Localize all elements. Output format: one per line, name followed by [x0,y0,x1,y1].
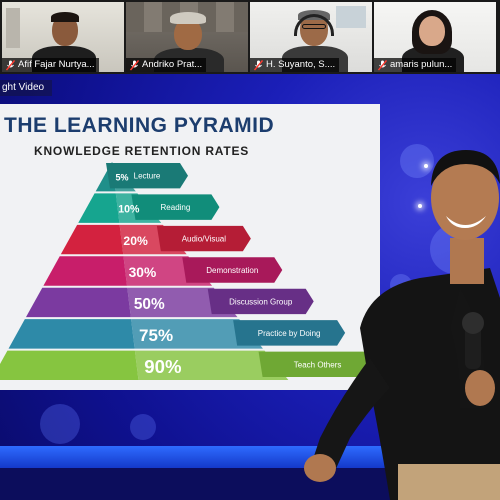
pyramid-face-left [8,319,135,349]
participant-strip: Afif Fajar Nurtya... Andriko Prat... [0,0,500,74]
pyramid-level-label: Teach Others [294,360,342,369]
pyramid-level-label: Discussion Group [229,297,293,306]
presenter-neck [450,238,484,284]
presenter-trousers [398,464,500,500]
pyramid-label-tag [258,351,377,377]
pyramid-level: Teach Others 90% [0,350,377,380]
pyramid-label-tag [233,320,346,346]
presentation-slide: THE LEARNING PYRAMID KNOWLEDGE RETENTION… [0,104,380,390]
pyramid-level: Audio/Visual 20% [60,224,251,255]
pyramid-label-tag [106,163,188,189]
participant-name: Afif Fajar Nurtya... [18,59,95,70]
pyramid-face-left [43,256,128,286]
pyramid-level: Demonstration 30% [43,256,283,286]
pyramid-level-label: Audio/Visual [182,235,227,244]
pyramid-percent: 75% [139,326,173,345]
presenter-right-hand [465,370,495,406]
mic-muted-icon [5,59,16,71]
pyramid-percent: 50% [134,296,165,313]
participant-head [419,16,445,46]
pyramid-face-left [60,224,124,255]
presenter-left-hand [304,454,336,482]
pyramid-level: Practice by Doing 75% [8,319,346,349]
participant-hair [51,12,79,22]
pyramid-face-left [25,287,131,318]
pyramid-face-right [131,319,263,349]
pyramid-percent: 30% [129,265,157,280]
bokeh-light [130,414,156,440]
microphone-head [462,312,484,334]
pyramid-level-label: Reading [161,203,191,212]
mic-muted-icon [253,59,264,71]
pyramid-label-tag [156,225,251,252]
presenter-smile [446,216,486,228]
slide-title: THE LEARNING PYRAMID [4,114,275,137]
pyramid-label-tag [182,257,283,283]
participant-nameplate: Andriko Prat... [126,58,207,72]
participant-nameplate: H. Suyanto, S.... [250,58,340,72]
pyramid-percent: 90% [144,356,182,377]
spark-light [418,204,422,208]
pyramid-face-left [78,193,120,223]
participant-name: Andriko Prat... [142,59,203,70]
participant-cap [170,12,206,24]
spotlight-video-label: ght Video [0,80,53,96]
pyramid-percent: 20% [123,234,148,248]
participant-name: H. Suyanto, S.... [266,59,336,70]
participant-tile[interactable]: amaris pulun... [374,2,496,72]
mic-muted-icon [377,59,388,71]
bokeh-light [400,144,434,178]
pyramid-level-label: Practice by Doing [258,329,321,338]
pyramid-label-tag [207,288,314,315]
participant-tile[interactable]: H. Suyanto, S.... [250,2,372,72]
slide-subtitle: KNOWLEDGE RETENTION RATES [34,144,250,158]
studio-light-band [0,446,500,468]
pyramid-label-tag [131,194,220,220]
pyramid-percent: 5% [115,173,128,183]
presenter-hair [431,150,500,186]
wall-picture [336,6,366,28]
pyramid-face-right [134,350,289,380]
bokeh-light [40,404,80,444]
pyramid-percent: 10% [118,204,140,216]
pyramid-level: Lecture 5% [95,162,188,192]
pyramid-level: Discussion Group 50% [25,287,314,318]
learning-pyramid: Lecture 5% Reading 10% Audio/Visual 20% Demons… [0,162,377,380]
presenter-left-arm [310,358,390,477]
wall-object [6,8,20,48]
main-video-stage[interactable]: ght Video THE LEARNING PYRAMID KNOWLEDGE… [0,74,500,500]
participant-tile[interactable]: Afif Fajar Nurtya... [2,2,124,72]
spark-light [424,164,428,168]
pyramid-level-label: Demonstration [206,266,258,275]
participant-name: amaris pulun... [390,59,453,70]
mic-muted-icon [129,59,140,71]
pyramid-face-left [0,350,139,380]
participant-nameplate: amaris pulun... [374,58,457,72]
presenter-speaker [304,150,500,500]
participant-nameplate: Afif Fajar Nurtya... [2,58,99,72]
microphone-icon [465,323,481,369]
participant-tile[interactable]: Andriko Prat... [126,2,248,72]
pyramid-level-label: Lecture [134,172,161,181]
pyramid-level: Reading 10% [78,193,220,223]
